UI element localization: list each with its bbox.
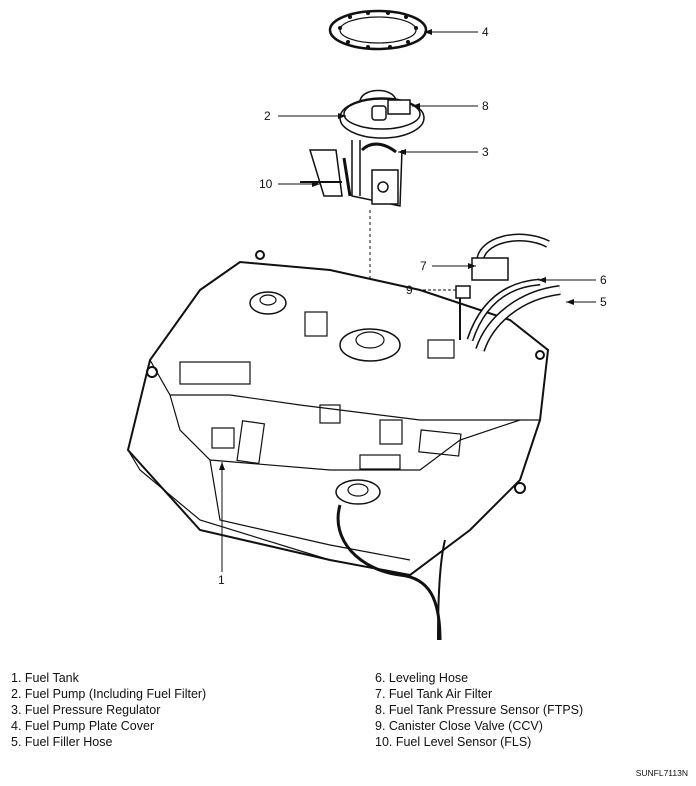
- legend-item-ftps: 8. Fuel Tank Pressure Sensor (FTPS): [375, 703, 584, 717]
- fuel-pump-assembly: [300, 89, 425, 207]
- fuel-system-diagram: [126, 9, 596, 640]
- fuel-pump-plate-cover: [328, 9, 428, 51]
- callout-1: 1: [218, 573, 225, 587]
- legend-right: 6. Leveling Hose 7. Fuel Tank Air Filter…: [375, 670, 583, 750]
- figure-code: SUNFL7113N: [635, 768, 688, 778]
- legend-item-fuel-pump: 2. Fuel Pump (Including Fuel Filter): [11, 687, 207, 701]
- hose-assembly: [455, 233, 561, 352]
- callout-3: 3: [482, 145, 489, 159]
- leader-lines: [219, 29, 596, 572]
- callout-8: 8: [482, 99, 489, 113]
- legend-item-fuel-pressure-regulator: 3. Fuel Pressure Regulator: [11, 703, 161, 717]
- legend-item-leveling-hose: 6. Leveling Hose: [375, 671, 469, 685]
- callout-10: 10: [259, 177, 273, 191]
- legend-item-fuel-tank: 1. Fuel Tank: [11, 671, 79, 685]
- callout-7: 7: [420, 259, 427, 273]
- fuel-tank: [126, 250, 550, 640]
- legend-item-ccv: 9. Canister Close Valve (CCV): [375, 719, 543, 733]
- legend-item-fuel-tank-air-filter: 7. Fuel Tank Air Filter: [375, 687, 493, 701]
- callout-5: 5: [600, 295, 607, 309]
- legend-item-fls: 10. Fuel Level Sensor (FLS): [375, 735, 532, 749]
- legend-item-fuel-pump-plate-cover: 4. Fuel Pump Plate Cover: [11, 719, 155, 733]
- callout-6: 6: [600, 273, 607, 287]
- legend-left: 1. Fuel Tank 2. Fuel Pump (Including Fue…: [11, 670, 206, 750]
- legend-item-fuel-filler-hose: 5. Fuel Filler Hose: [11, 735, 113, 749]
- callout-2: 2: [264, 109, 271, 123]
- callout-4: 4: [482, 25, 489, 39]
- callout-9: 9: [406, 283, 413, 297]
